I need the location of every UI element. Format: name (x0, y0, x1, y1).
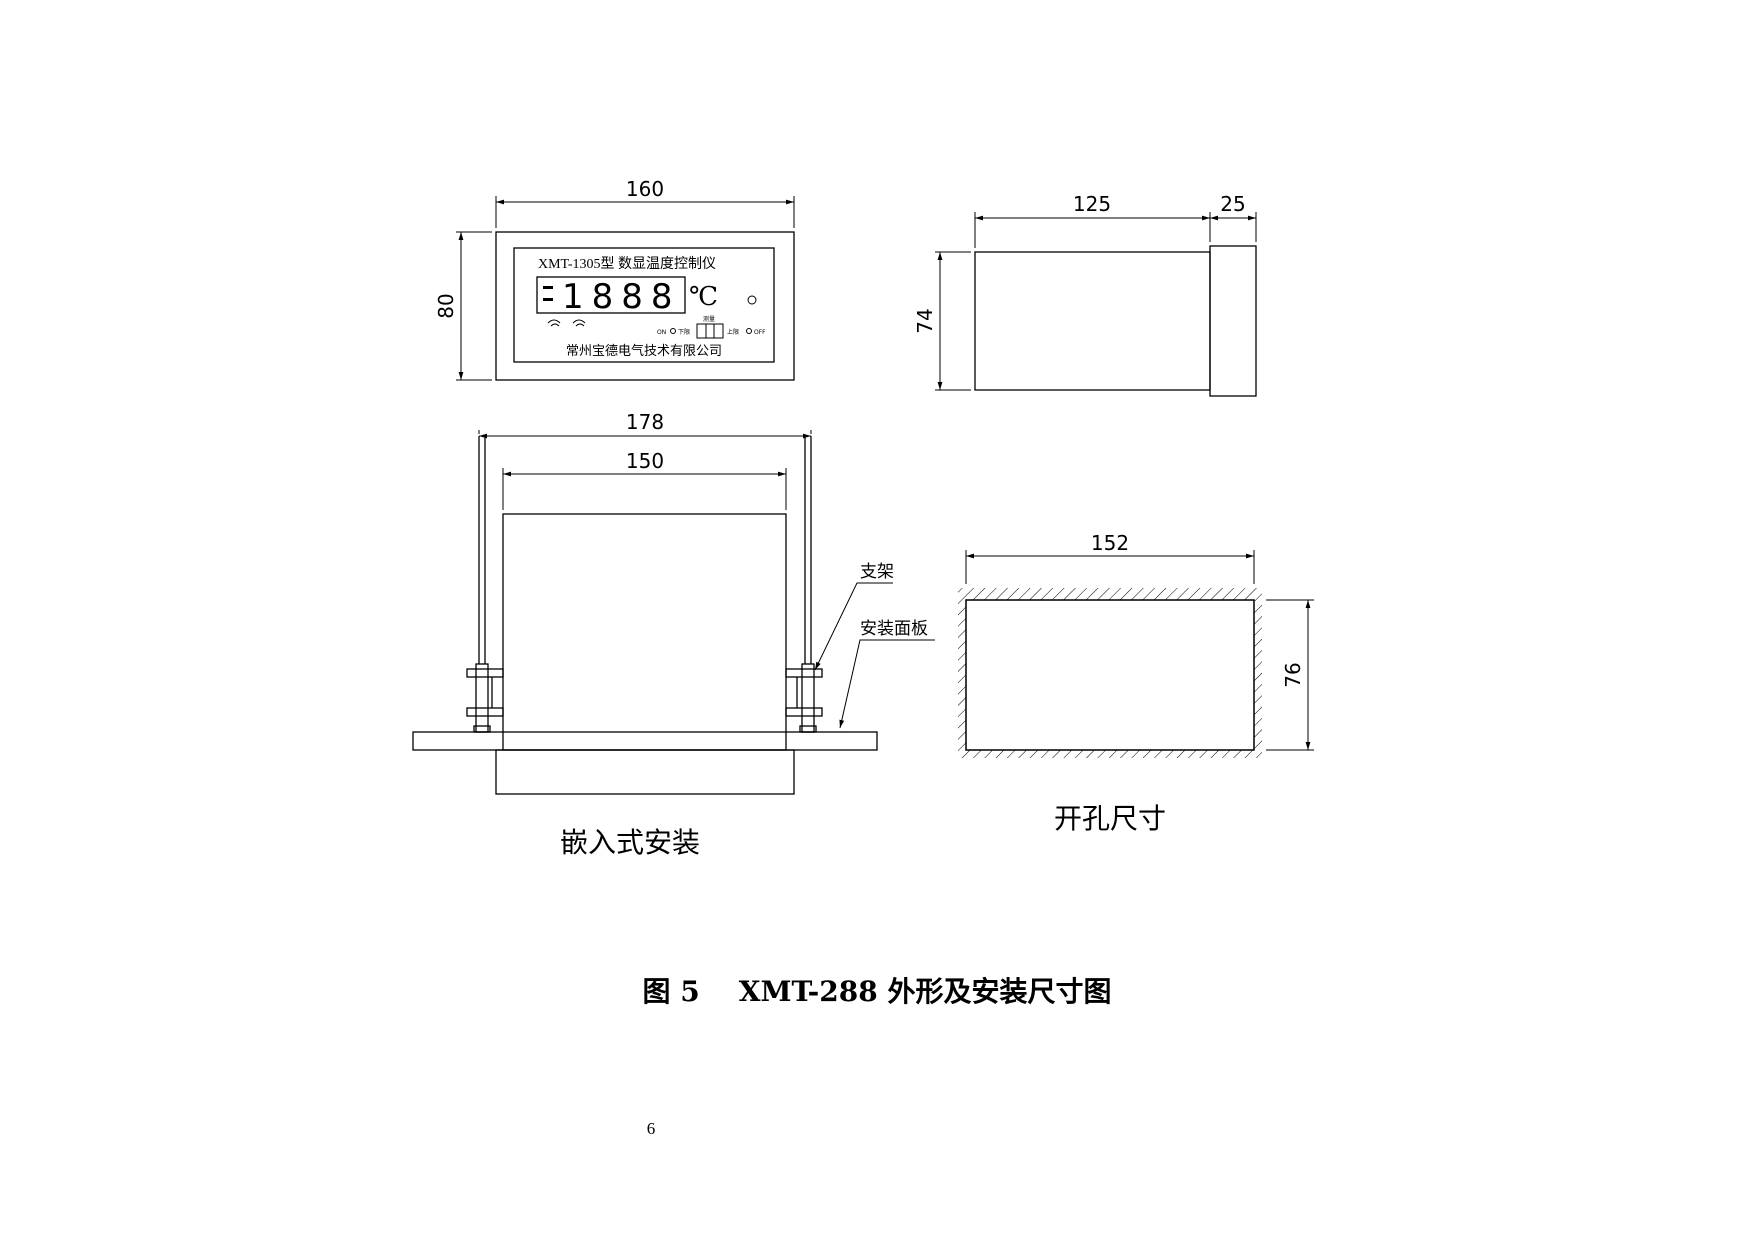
cutout-outline (965, 599, 1255, 751)
embedded-install-view: 178 150 支架 安装面板 嵌入式安装 (412, 410, 935, 859)
cutout-hole (965, 599, 1255, 751)
indicator-led-lower (543, 298, 553, 301)
panel-digit-display: 1888 (562, 277, 681, 317)
front-panel (513, 247, 775, 363)
cutout-caption: 开孔尺寸 (1054, 802, 1166, 835)
wave-indicator-icon (547, 319, 561, 327)
indicator-led-upper (543, 286, 553, 289)
dim-76: 76 (1281, 662, 1305, 687)
mode-switch (696, 323, 724, 339)
embedded-caption: 嵌入式安装 (560, 826, 700, 859)
front-outline (495, 231, 795, 381)
panel-knob-icon (747, 295, 757, 305)
figure-title: 图 5 XMT-288 外形及安装尺寸图 (643, 975, 1112, 1008)
dim-160: 160 (626, 177, 664, 201)
panel-model-text: XMT-1305型 数显温度控制仪 (538, 256, 716, 272)
side-front-bezel (1209, 245, 1257, 397)
dim-74: 74 (913, 308, 937, 333)
bracket-right (785, 663, 823, 733)
panel-display-window (536, 276, 686, 314)
switch-dot-icon (746, 328, 752, 334)
dim-125: 125 (1073, 192, 1111, 216)
side-view: 125 25 74 (913, 192, 1257, 397)
bracket-leader-line (814, 582, 893, 671)
panel-label: 安装面板 (860, 619, 928, 639)
dim-80: 80 (434, 293, 458, 318)
panel-label-off: OFF (754, 329, 766, 336)
wave-indicator-icon (572, 319, 586, 327)
bracket-left (466, 663, 504, 733)
panel-label-lower: 下限 (678, 328, 690, 336)
cutout-view: 152 76 开孔尺寸 (958, 531, 1314, 835)
switch-dot-icon (670, 328, 676, 334)
panel-label-upper: 上限 (727, 328, 739, 336)
dim-25: 25 (1220, 192, 1245, 216)
instrument-body (502, 513, 787, 751)
cutout-hatch (958, 588, 1262, 758)
dim-150: 150 (626, 449, 664, 473)
dim-152: 152 (1091, 531, 1129, 555)
page-number: 6 (647, 1119, 656, 1138)
front-view: 160 80 XMT-1305型 数显温度控制仪 1888 ℃ ON 下限 测量… (434, 177, 795, 381)
panel-unit: ℃ (689, 282, 718, 312)
panel-leader-line (839, 639, 935, 729)
side-body (974, 251, 1211, 391)
dim-178: 178 (626, 410, 664, 434)
panel-label-measure: 测量 (703, 315, 715, 323)
front-bezel (495, 749, 795, 795)
bracket-label: 支架 (860, 562, 894, 582)
panel-company-name: 常州宝德电气技术有限公司 (566, 343, 722, 359)
panel-label-on: ON (657, 329, 666, 336)
mounting-panel (412, 731, 878, 751)
